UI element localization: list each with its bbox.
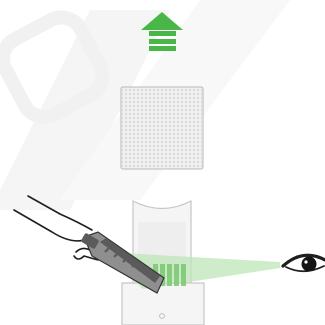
up-arrow-icon bbox=[141, 12, 183, 51]
brush-tool-icon bbox=[81, 231, 165, 294]
eye-icon bbox=[281, 253, 325, 273]
filter-panel bbox=[120, 86, 204, 170]
power-indicator bbox=[159, 313, 165, 319]
